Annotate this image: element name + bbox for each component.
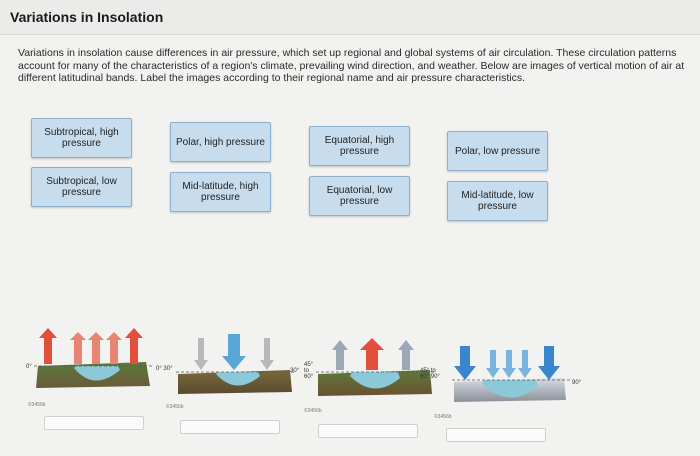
scene-1-right-degree: 0° 30° bbox=[156, 366, 173, 372]
scene-2-image bbox=[176, 334, 294, 394]
scene-2-drop-zone[interactable] bbox=[180, 420, 280, 434]
scene-2-right-degree: 30° bbox=[290, 368, 300, 374]
scene-4-right-degree: 90° bbox=[572, 380, 582, 386]
scene-1-image bbox=[34, 328, 152, 388]
sinking-arrows bbox=[454, 346, 560, 380]
label-mid-latitude-low-pressure[interactable]: Mid-latitude, low pressure bbox=[447, 181, 548, 221]
sinking-arrows bbox=[194, 334, 274, 370]
label-equatorial-low-pressure[interactable]: Equatorial, low pressure bbox=[309, 176, 410, 216]
scene-4-image bbox=[452, 346, 570, 402]
scene-2-caption: ©3456b bbox=[166, 404, 184, 410]
title-bar: Variations in Insolation bbox=[0, 0, 700, 35]
label-subtropical-low-pressure[interactable]: Subtropical, low pressure bbox=[31, 167, 132, 207]
label-mid-latitude-high-pressure[interactable]: Mid-latitude, high pressure bbox=[170, 172, 271, 212]
scene-1-caption: ©3456b bbox=[28, 402, 46, 408]
label-polar-low-pressure[interactable]: Polar, low pressure bbox=[447, 131, 548, 171]
water-basin bbox=[350, 372, 400, 389]
water-basin bbox=[74, 366, 120, 381]
label-polar-high-pressure[interactable]: Polar, high pressure bbox=[170, 122, 271, 162]
scene-4-caption: ©3456b bbox=[434, 414, 452, 420]
water-basin bbox=[482, 380, 538, 398]
scene-1-left-degree: 0° bbox=[26, 364, 32, 370]
scene-3-image bbox=[316, 338, 434, 396]
scene-3-right-degree: 45° to 60° 90° bbox=[420, 368, 440, 380]
scene-1-drop-zone[interactable] bbox=[44, 416, 144, 430]
scene-3-caption: ©3456b bbox=[304, 408, 322, 414]
rising-arrows bbox=[332, 338, 414, 370]
page-title: Variations in Insolation bbox=[10, 9, 164, 25]
label-equatorial-high-pressure[interactable]: Equatorial, high pressure bbox=[309, 126, 410, 166]
label-subtropical-high-pressure[interactable]: Subtropical, high pressure bbox=[31, 118, 132, 158]
scene-3-left-degree: 45° to 60° bbox=[304, 362, 314, 380]
scene-4-drop-zone[interactable] bbox=[446, 428, 546, 442]
scene-3-drop-zone[interactable] bbox=[318, 424, 418, 438]
instructions-text: Variations in insolation cause differenc… bbox=[18, 47, 685, 84]
water-basin bbox=[216, 372, 260, 386]
rising-arrows bbox=[39, 328, 143, 364]
